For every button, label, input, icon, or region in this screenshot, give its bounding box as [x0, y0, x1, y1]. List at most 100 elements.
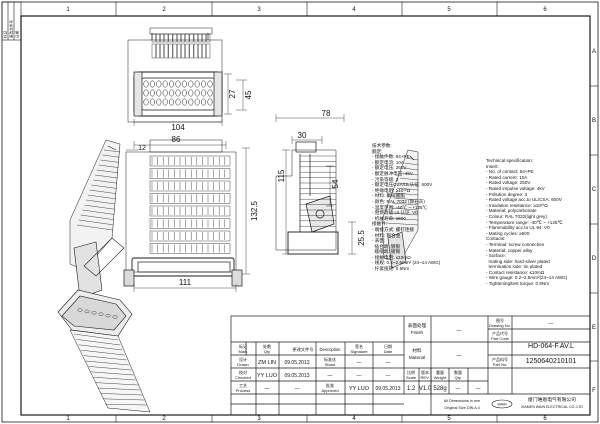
spec-line: - Mating cycles: ≥500: [486, 230, 530, 236]
tb-process-label-en: Process: [236, 388, 250, 393]
iso-contact: [77, 308, 83, 312]
dim-side-height-1: 115: [277, 169, 286, 182]
tb-approved-name: YY LUO: [349, 386, 370, 392]
row-label-e: E: [592, 325, 596, 331]
iso-fin: [83, 355, 127, 361]
left-isometric-view: [69, 139, 125, 299]
tb-drawing-no-label-en: Drawing No.: [489, 323, 511, 328]
tb-drawn-date: 09.05.2013: [284, 360, 309, 366]
contact-pin: [201, 98, 207, 106]
col-label-5: 5: [447, 7, 451, 13]
svg-text:WAIN: WAIN: [497, 403, 507, 407]
spec-line: - Pollution degree: 3: [486, 191, 528, 197]
dim-front-inner: 86: [172, 135, 181, 144]
tb-checked-label-en: Checked: [235, 375, 251, 380]
tb-material-value: —: [457, 353, 462, 359]
spec-line: - 额定电流: 10A: [372, 159, 404, 165]
col-label-4-bottom: 4: [352, 416, 356, 422]
tb-company-en: XIAMEN WAIN ELECTRICAL CO.,LTD: [521, 405, 583, 409]
iso-fin: [103, 149, 121, 153]
terminal-module-row: [149, 230, 231, 242]
iso-fin: [405, 157, 419, 161]
contact-pin: [162, 98, 168, 106]
spec-line: - Rated voltage acc.to UL/CSA: 600V: [486, 197, 562, 203]
terminal-module-row: [149, 218, 231, 229]
terminal-slot: [151, 33, 156, 43]
contact-pin: [207, 89, 213, 97]
spec-line: - Temperature range: -40℃ ~ +125℃: [486, 219, 563, 225]
spec-line: - 拧紧扭矩: 0.5Nm: [372, 266, 410, 272]
terminal-module-row: [149, 193, 231, 204]
iso-fin: [88, 366, 132, 371]
spec-line: - 颜色: RAL 7032 (卵石灰): [372, 198, 425, 204]
dim-front-bottom: 111: [179, 278, 192, 287]
terminal-slot: [168, 43, 173, 59]
tb-drawn-label-en: Drawn: [237, 362, 249, 367]
spec-line: - 端接方式: 螺钉连接: [372, 226, 415, 232]
col-label-2-bottom: 2: [162, 416, 166, 422]
contact-pin: [181, 80, 187, 88]
col-label-1-bottom: 1: [66, 416, 70, 422]
tb-checked-label: 校对: [239, 369, 247, 375]
terminal-slot: [206, 33, 211, 43]
iso-fin: [98, 164, 119, 168]
tb-drawn-label: 设计: [239, 356, 247, 362]
tb-finish-value: —: [457, 328, 462, 334]
contact-pin: [149, 80, 155, 88]
tb-weight-label: 重量: [436, 369, 444, 375]
spec-line: 额定:: [372, 148, 383, 154]
front-view-dimensions: [126, 141, 250, 292]
tb-sign-label-en: Signature: [350, 349, 368, 354]
terminal-slot: [172, 43, 177, 59]
terminal-slot: [181, 43, 185, 59]
dim-top-height: 27: [228, 89, 237, 98]
col-label-4: 4: [352, 7, 356, 13]
iso-fin: [100, 159, 120, 163]
tb-material-label-en: Material: [409, 355, 425, 360]
tb-sign-label: 签名: [355, 343, 363, 349]
terminal-slot: [164, 43, 169, 59]
terminal-slot: [197, 33, 202, 43]
tb-scale-label: 比例: [407, 369, 415, 375]
terminal-slot: [168, 33, 173, 43]
tb-part-code-value: HD-064-F.AV.L: [528, 343, 574, 350]
col-label-3-bottom: 3: [257, 416, 261, 422]
bottom-isometric-fins: [73, 308, 147, 406]
spec-line: - Material: copper alloy: [486, 247, 533, 253]
iso-fin: [387, 217, 419, 221]
tb-approved-label: 批准: [326, 382, 334, 388]
strip-label-1: 标记: [3, 30, 8, 38]
tb-scale-value: 1:2: [407, 386, 416, 392]
tb-weight-label-en: Weight: [434, 375, 447, 380]
dim-top-inner-height: 45: [244, 90, 253, 99]
tb-part-no-value: 1250640210101: [526, 358, 577, 365]
spec-line: - 额定电压CSA/UL认证: 600V: [372, 182, 433, 188]
terminal-slot: [206, 43, 211, 59]
spec-line: - 额定电压: 250V: [372, 165, 407, 171]
contact-pin: [201, 89, 207, 97]
iso-fin: [94, 174, 118, 179]
iso-fin: [85, 199, 116, 205]
tb-finish-label-en: Finish: [411, 330, 424, 335]
terminal-slot: [189, 33, 194, 43]
spec-line: - 材料: 铜合金: [372, 232, 401, 238]
company-logo: WAIN: [491, 399, 513, 409]
tb-mark-label: 标记: [239, 343, 247, 349]
tb-stand-name: —: [357, 360, 362, 366]
tb-process-date: —: [295, 386, 300, 392]
spec-line: - 绝缘电阻: ≥10¹⁰Ω: [372, 187, 411, 193]
dim-side-height-2: 54: [331, 179, 340, 188]
iso-fin: [386, 222, 419, 226]
iso-fin: [76, 339, 121, 346]
contact-pin: [175, 80, 181, 88]
terminal-slot: [202, 33, 206, 43]
spec-line: - 接触件数: 64+PE: [372, 154, 410, 160]
contact-pin: [156, 98, 162, 106]
iso-contact: [91, 311, 97, 315]
top-view-contacts: [143, 80, 213, 106]
spec-line: - Insulation resistance: ≥10¹⁰Ω: [486, 202, 548, 208]
contact-pin: [188, 98, 194, 106]
tb-qty-label-en: Qty: [264, 349, 270, 354]
side-view: [275, 141, 339, 255]
contact-pin: [181, 98, 187, 106]
